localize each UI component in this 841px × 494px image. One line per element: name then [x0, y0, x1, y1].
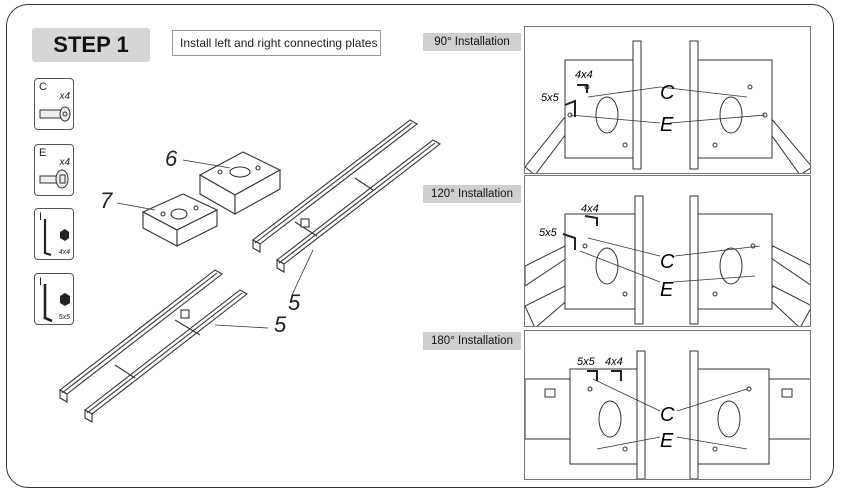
label-180-installation: 180° Installation: [423, 332, 521, 350]
bolt-e-label: E: [660, 430, 674, 452]
part-letter: I: [39, 211, 43, 223]
panel-120-installation: 5x5 4x4 C E: [524, 175, 811, 327]
key-4x4-label: 4x4: [605, 356, 623, 368]
key-5x5-label: 5x5: [541, 92, 560, 104]
bolt-c-label: C: [660, 404, 675, 426]
callout-part-7: 7: [100, 188, 113, 213]
part-letter: E: [39, 147, 47, 159]
part-letter: C: [39, 81, 47, 93]
part-e-bolt: E x4: [34, 144, 74, 196]
step-instruction: Install left and right connecting plates: [172, 30, 381, 56]
panel-180-installation: 5x5 4x4 C E: [524, 330, 811, 480]
key-5x5-label: 5x5: [539, 227, 558, 239]
key-4x4-label: 4x4: [575, 69, 593, 81]
page-frame: [6, 4, 834, 488]
callout-part-5-lower: 5: [274, 312, 287, 337]
bolt-e-label: E: [660, 279, 674, 301]
part-size: 4x4: [58, 249, 70, 256]
key-4x4-label: 4x4: [581, 203, 599, 215]
callout-part-5: 5: [288, 290, 301, 315]
panel-90-installation: 5x5 4x4 C E: [524, 26, 811, 174]
bolt-e-label: E: [660, 114, 674, 136]
part-hex-key-5x5: I 5x5: [34, 273, 74, 325]
part-c-bolt: C x4: [34, 78, 74, 130]
bolt-icon: [39, 106, 71, 122]
bolt-c-label: C: [660, 82, 675, 104]
label-120-installation: 120° Installation: [423, 185, 521, 203]
part-quantity: x4: [59, 91, 70, 102]
part-hex-key-4x4: I 4x4: [34, 208, 74, 260]
part-letter: I: [39, 276, 43, 288]
part-quantity: x4: [59, 157, 70, 168]
assembly-illustration: [59, 119, 441, 423]
hex-key-icon: [43, 219, 69, 257]
key-5x5-label: 5x5: [577, 356, 596, 368]
hex-key-icon: [43, 284, 70, 323]
label-90-installation: 90° Installation: [423, 33, 521, 51]
bolt-c-label: C: [660, 251, 675, 273]
callout-part-6: 6: [165, 146, 178, 171]
step-title: STEP 1: [32, 28, 150, 62]
bolt-icon: [39, 169, 69, 189]
part-size: 5x5: [58, 314, 70, 321]
